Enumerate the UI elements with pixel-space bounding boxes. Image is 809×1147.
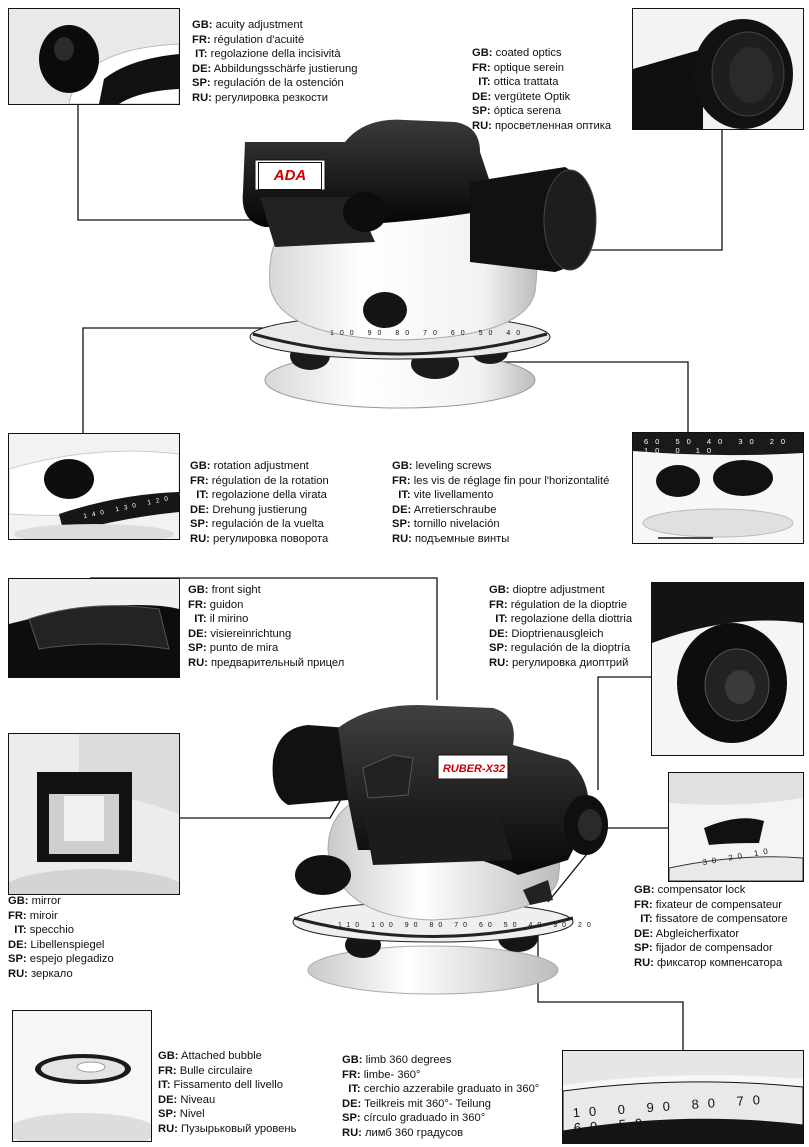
caption-acuity: GB: acuity adjustment FR: régulation d'a… [192, 19, 358, 104]
dial-number: 10 [644, 446, 667, 455]
dial-number: 60 [479, 922, 497, 929]
dial-number: 60 [644, 437, 667, 446]
dial-number: 110 [338, 922, 365, 929]
caption-rotation: GB: rotation adjustment FR: régulation d… [190, 460, 329, 545]
dial-number: 50 [675, 437, 698, 446]
inset-dioptre [651, 582, 804, 756]
caption-limb-360: GB: limb 360 degrees FR: limbe- 360° IT:… [342, 1054, 540, 1139]
dial-scale-leveling: 60 50 40 30 20 10 0 10 [644, 437, 809, 455]
dial-number: 40 [528, 922, 547, 929]
dial-number: 90 [404, 922, 423, 929]
caption-front-sight: GB: front sight FR: guidon IT: il mirino… [188, 584, 345, 669]
inset-mirror [8, 733, 180, 895]
dial-number: 40 [706, 437, 730, 446]
dial-number: 50 [618, 1114, 652, 1133]
dial-number: 0 [675, 446, 687, 455]
caption-dioptre: GB: dioptre adjustment FR: régulation de… [489, 584, 633, 669]
inset-compensator-lock [668, 772, 804, 882]
dial-number: 80 [690, 1094, 725, 1112]
dial-number: 10 [695, 446, 719, 455]
dial-number: 90 [646, 1097, 680, 1116]
brand-logo: ADA [258, 162, 322, 190]
dial-number: 20 [769, 437, 793, 446]
dial-number: 80 [429, 922, 448, 929]
dial-scale-bottom: 110 100 90 80 70 60 50 40 30 20 [338, 922, 596, 929]
dial-number: 50 [478, 330, 499, 337]
caption-compensator-lock: GB: compensator lock FR: fixateur de com… [634, 884, 788, 969]
dial-number: 20 [578, 922, 596, 929]
inset-attached-bubble [12, 1010, 152, 1142]
dial-scale-top: 100 90 80 70 60 50 40 [330, 330, 526, 337]
dial-number: 70 [423, 330, 443, 337]
inset-coated-optics [632, 8, 804, 130]
dial-number: 100 [371, 922, 398, 929]
inset-limb-360 [562, 1050, 804, 1144]
dial-number: 70 [454, 922, 473, 929]
model-label: RUBER-X32 [442, 763, 506, 775]
dial-number: 60 [450, 330, 471, 337]
level-instrument-top [242, 119, 597, 409]
caption-attached-bubble: GB: Attached bubble FR: Bulle circulaire… [158, 1050, 297, 1135]
inset-leveling-screws [632, 432, 804, 544]
dial-number: 40 [506, 330, 527, 337]
dial-number: 80 [395, 330, 416, 337]
dial-number: 0 [617, 1100, 635, 1118]
dial-number: 30 [738, 437, 761, 446]
caption-leveling: GB: leveling screws FR: les vis de régla… [392, 460, 610, 545]
caption-coated-optics: GB: coated optics FR: optique serein IT:… [472, 47, 612, 132]
dial-number: 70 [735, 1091, 770, 1109]
dial-number: 100 [330, 330, 360, 337]
inset-acuity-knob [8, 8, 180, 105]
inset-front-sight [8, 578, 180, 678]
dial-number: 50 [503, 922, 522, 929]
dial-number: 60 [573, 1117, 607, 1136]
level-instrument-bottom [272, 705, 608, 995]
inset-rotation-knob [8, 433, 180, 540]
dial-number: 30 [553, 922, 572, 929]
dial-number: 90 [367, 330, 388, 337]
caption-mirror: GB: mirror FR: miroir IT: specchio DE: L… [8, 895, 114, 980]
